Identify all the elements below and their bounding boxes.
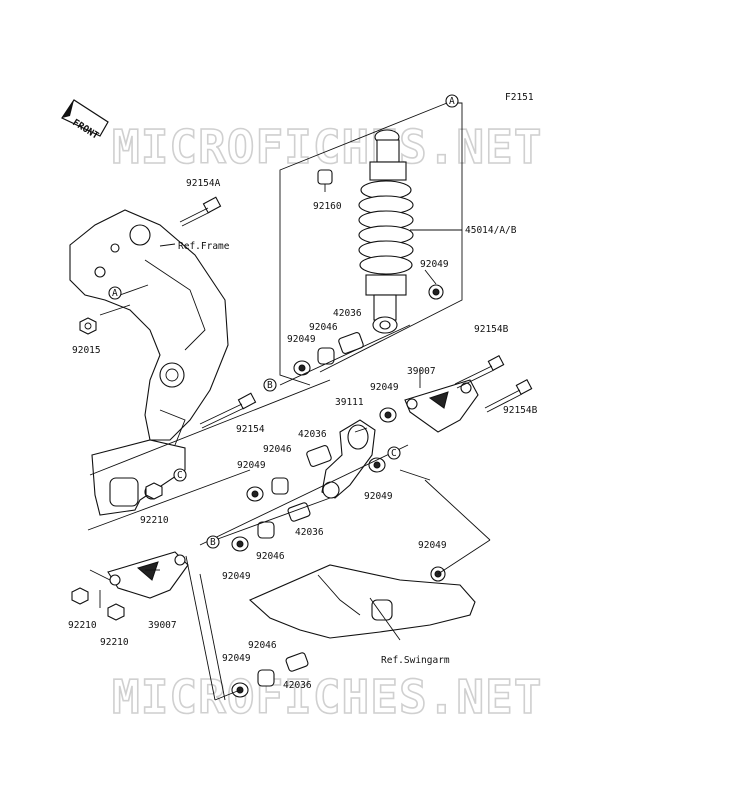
svg-text:B: B	[267, 380, 273, 391]
label-92049-e: 92049	[364, 491, 393, 502]
label-92160: 92160	[313, 201, 342, 212]
bush-92046-c	[257, 521, 275, 539]
label-92046-d: 92046	[248, 640, 277, 651]
label-39111: 39111	[335, 397, 364, 408]
label-92210-b: 92210	[68, 620, 97, 631]
label-ref-swingarm: Ref.Swingarm	[381, 655, 450, 666]
bush-92046-d	[257, 669, 275, 687]
figure-code: F2151	[505, 92, 534, 103]
lower-frame-outline	[91, 439, 186, 516]
shock-absorber	[358, 129, 414, 334]
label-92049-g: 92049	[418, 540, 447, 551]
bush-92046-b	[271, 477, 289, 495]
link-plate-39007-upper	[404, 379, 479, 433]
label-92210-a: 92210	[140, 515, 169, 526]
watermark-top: MICROFICHES.NET	[112, 120, 542, 174]
label-92210-c: 92210	[100, 637, 129, 648]
label-92049-d: 92049	[237, 460, 266, 471]
label-92049-c: 92049	[370, 382, 399, 393]
label-42036-a: 42036	[333, 308, 362, 319]
callout-c-mid: C	[387, 446, 401, 460]
callout-c-frame: C	[173, 468, 187, 482]
label-92049-a: 92049	[420, 259, 449, 270]
label-92049-h: 92049	[222, 653, 251, 664]
sleeve-42036-a	[338, 332, 364, 354]
label-92046-a: 92046	[309, 322, 338, 333]
label-92154B-b: 92154B	[503, 405, 538, 416]
callout-b-mid: B	[206, 535, 220, 549]
rocker-arm-39111	[321, 419, 376, 499]
svg-text:C: C	[177, 470, 183, 481]
nut-92210-a	[71, 587, 89, 605]
label-42036-d: 42036	[283, 680, 312, 691]
nut-92015	[79, 317, 97, 335]
sleeve-42036-d	[285, 652, 309, 672]
bolt-92154A	[179, 196, 222, 227]
label-92154A: 92154A	[186, 178, 221, 189]
frame-bracket	[69, 209, 229, 446]
svg-text:A: A	[112, 288, 118, 299]
sleeve-42036-b	[306, 445, 332, 467]
watermark-bottom: MICROFICHES.NET	[112, 670, 542, 724]
bolt-92154B-lower	[484, 379, 533, 413]
label-92046-b: 92046	[263, 444, 292, 455]
label-92046-c: 92046	[256, 551, 285, 562]
label-45014: 45014/A/B	[465, 225, 517, 236]
label-92154B-a: 92154B	[474, 324, 509, 335]
callout-b-shock: B	[263, 378, 277, 392]
label-92049-f: 92049	[222, 571, 251, 582]
bolt-92154	[199, 392, 257, 429]
callout-a-frame: A	[108, 286, 122, 300]
label-39007-b: 39007	[148, 620, 177, 631]
svg-text:A: A	[449, 96, 455, 107]
label-92049-b: 92049	[287, 334, 316, 345]
bolt-92154B-upper	[454, 355, 505, 389]
front-arrow-icon: FRONT	[61, 99, 109, 142]
svg-text:B: B	[210, 537, 216, 548]
swingarm	[248, 564, 476, 639]
callout-a-top: A	[445, 94, 459, 108]
collar-92160	[317, 169, 333, 185]
label-92154: 92154	[236, 424, 265, 435]
svg-text:C: C	[391, 448, 397, 459]
nut-92210-c	[145, 482, 163, 500]
label-92015: 92015	[72, 345, 101, 356]
leader-lines	[87, 184, 491, 701]
label-39007-a: 39007	[407, 366, 436, 377]
label-42036-b: 42036	[298, 429, 327, 440]
link-plate-39007-lower	[107, 551, 189, 599]
label-ref-frame: Ref.Frame	[178, 241, 230, 252]
nut-92210-b	[107, 603, 125, 621]
label-42036-c: 42036	[295, 527, 324, 538]
